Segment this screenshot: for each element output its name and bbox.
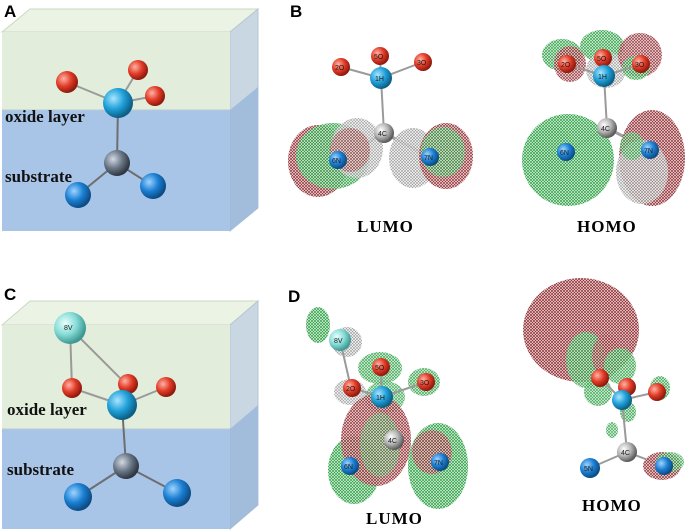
oxygen-atom xyxy=(558,55,576,73)
vanadium-atom xyxy=(329,329,351,351)
atom-label: 1H xyxy=(375,76,384,83)
panel-c: C 8V oxide layer substrate xyxy=(0,285,260,531)
hydrogen-atom xyxy=(612,390,632,410)
oxygen-atom xyxy=(56,71,78,93)
atom-label: 1H xyxy=(598,74,607,81)
atom-label: 7N xyxy=(644,148,653,155)
atom-label: 6N xyxy=(332,158,341,165)
nitrogen-atom xyxy=(431,453,449,471)
oxygen-atom xyxy=(648,383,666,401)
panel-b-letter: B xyxy=(290,2,302,21)
oxygen-atom xyxy=(343,379,361,397)
oxide-layer-label-a: oxide layer xyxy=(5,107,85,126)
oxygen-atom xyxy=(62,378,82,398)
panel-a: A oxide layer substrate xyxy=(0,2,260,233)
nitrogen-atom xyxy=(64,483,92,511)
lumo-label-b: LUMO xyxy=(357,217,414,236)
carbon-atom xyxy=(104,150,130,176)
nitrogen-atom xyxy=(163,479,191,507)
atom-label: 5O xyxy=(375,365,385,372)
panel-c-letter: C xyxy=(4,285,16,304)
carbon-atom xyxy=(113,453,139,479)
orbital-lobe xyxy=(620,132,644,160)
atom-label: 8V xyxy=(64,325,73,332)
nitrogen-atom xyxy=(329,151,347,169)
atom-label: 3O xyxy=(417,60,427,67)
oxygen-atom xyxy=(332,58,350,76)
oxygen-atom xyxy=(414,53,432,71)
homo-b: 2O 5O 3O 1H 4C 6N 7N HOMO xyxy=(522,30,685,236)
nitrogen-atom xyxy=(641,141,659,159)
nitrogen-atom xyxy=(341,457,359,475)
oxygen-atom xyxy=(591,369,609,387)
oxide-layer-label-c: oxide layer xyxy=(7,400,87,419)
carbon-atom xyxy=(374,123,394,143)
panel-d: D 8V 2O 5O 3O xyxy=(288,278,684,528)
atom-label: 5N xyxy=(584,466,593,473)
oxygen-atom xyxy=(632,55,650,73)
carbon-atom xyxy=(617,442,637,462)
atom-label: 7N xyxy=(424,155,433,162)
panel-a-letter: A xyxy=(4,2,16,21)
oxygen-atom xyxy=(118,374,138,394)
slab-c xyxy=(0,299,260,531)
oxygen-atom xyxy=(371,47,389,65)
hydrogen-atom xyxy=(370,67,392,89)
oxygen-atom xyxy=(594,49,612,67)
atom-label: 4C xyxy=(378,131,387,138)
atom-label: 3O xyxy=(635,62,645,69)
atom-label: 4C xyxy=(388,438,397,445)
nitrogen-atom xyxy=(557,143,575,161)
oxygen-atom xyxy=(145,86,165,106)
lumo-b: 2O 5O 3O 1H 4C 6N 7N LUMO xyxy=(288,47,473,236)
atom-label: 2O xyxy=(335,65,345,72)
substrate-layer-c xyxy=(2,429,230,529)
hydrogen-atom xyxy=(103,88,133,118)
atom-label: 2O xyxy=(346,386,356,393)
atom-label: 6N xyxy=(560,150,569,157)
panel-d-letter: D xyxy=(288,287,300,306)
nitrogen-atom xyxy=(65,182,91,208)
nitrogen-atom xyxy=(580,458,600,478)
oxygen-atom xyxy=(156,377,176,397)
hydrogen-atom xyxy=(107,390,137,420)
oxygen-atom xyxy=(417,373,435,391)
atom-label: 6N xyxy=(344,464,353,471)
carbon-atom xyxy=(384,430,404,450)
atom-label: 5O xyxy=(374,54,384,61)
orbital-lobe xyxy=(306,307,330,343)
substrate-label-a: substrate xyxy=(5,167,73,186)
nitrogen-atom xyxy=(421,148,439,166)
lumo-label-d: LUMO xyxy=(366,509,423,528)
atom-label: 5O xyxy=(597,56,607,63)
atom-label: 3O xyxy=(420,380,430,387)
oxygen-atom xyxy=(128,60,148,80)
oxygen-atom xyxy=(372,358,390,376)
orbital-lobe xyxy=(604,348,636,384)
homo-label-d: HOMO xyxy=(582,496,642,515)
hydrogen-atom xyxy=(593,65,615,87)
substrate-label-c: substrate xyxy=(7,460,75,479)
panel-b: B 2O 5O 3O 1H 4C xyxy=(288,2,685,236)
atom-label: 2O xyxy=(561,62,571,69)
atom-label: 7N xyxy=(434,460,443,467)
homo-label-b: HOMO xyxy=(577,217,637,236)
homo-d: 4C 5N HOMO xyxy=(523,278,684,515)
vanadium-atom xyxy=(54,312,86,344)
atom-label: 1H xyxy=(376,395,385,402)
atom-label: 8V xyxy=(334,338,343,345)
nitrogen-atom xyxy=(140,173,166,199)
carbon-atom xyxy=(597,118,617,138)
hydrogen-atom xyxy=(371,386,393,408)
atom-label: 4C xyxy=(601,126,610,133)
lumo-d: 8V 2O 5O 3O 1H 4C 6N 7N LUMO xyxy=(306,307,468,528)
nitrogen-atom xyxy=(655,457,673,475)
atom-label: 4C xyxy=(621,450,630,457)
